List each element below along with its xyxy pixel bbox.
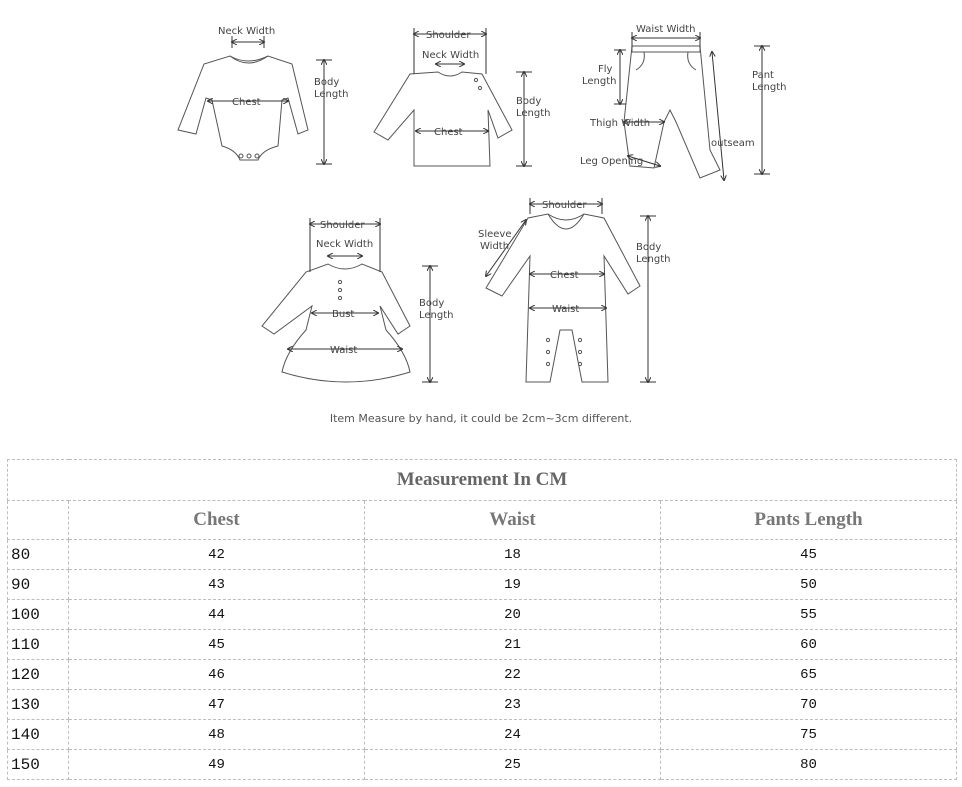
table-title: Measurement In CM bbox=[7, 459, 957, 501]
shirt-chest-label: Chest bbox=[434, 127, 463, 138]
waist-cell: 19 bbox=[364, 569, 661, 600]
dress-length-label: Length bbox=[419, 310, 454, 321]
chest-cell: 49 bbox=[68, 749, 365, 780]
chest-cell: 46 bbox=[68, 659, 365, 690]
size-cell: 150 bbox=[7, 749, 69, 780]
waist-cell: 18 bbox=[364, 539, 661, 570]
shirt-length-label: Length bbox=[516, 108, 551, 119]
header-pants-length: Pants Length bbox=[660, 500, 957, 540]
waist-cell: 25 bbox=[364, 749, 661, 780]
waist-cell: 20 bbox=[364, 599, 661, 630]
pants-length-cell: 55 bbox=[660, 599, 957, 630]
pants-leg-opening-label: Leg Opening bbox=[580, 156, 643, 167]
bodysuit-length-label: Length bbox=[314, 89, 349, 100]
pants-length-cell: 60 bbox=[660, 629, 957, 660]
bodysuit-body-label: Body bbox=[314, 77, 339, 88]
pants-waist-width-label: Waist Width bbox=[636, 24, 696, 35]
pants-pant-length-label: Length bbox=[752, 82, 787, 93]
chest-cell: 45 bbox=[68, 629, 365, 660]
chest-cell: 48 bbox=[68, 719, 365, 750]
pants-length-cell: 45 bbox=[660, 539, 957, 570]
romper-body-label: Body bbox=[636, 242, 661, 253]
shirt-body-label: Body bbox=[516, 96, 541, 107]
measure-note: Item Measure by hand, it could be 2cm~3c… bbox=[329, 412, 633, 425]
pants-figure: Waist Width Fly Length Pant Length Thigh… bbox=[580, 24, 787, 180]
romper-chest-label: Chest bbox=[550, 270, 579, 281]
size-cell: 130 bbox=[7, 689, 69, 720]
pants-length-cell: 75 bbox=[660, 719, 957, 750]
dress-bust-label: Bust bbox=[332, 309, 354, 320]
bodysuit-chest-label: Chest bbox=[232, 97, 261, 108]
dress-body-label: Body bbox=[419, 298, 444, 309]
romper-width-label: Width bbox=[480, 241, 509, 252]
dress-figure: Shoulder Neck Width Bust Waist Body Leng… bbox=[261, 218, 454, 382]
waist-cell: 24 bbox=[364, 719, 661, 750]
romper-shoulder-label: Shoulder bbox=[542, 200, 587, 211]
chest-cell: 47 bbox=[68, 689, 365, 720]
size-cell: 80 bbox=[7, 539, 69, 570]
dress-shoulder-label: Shoulder bbox=[320, 220, 365, 231]
pants-length-cell: 65 bbox=[660, 659, 957, 690]
size-cell: 140 bbox=[7, 719, 69, 750]
romper-length-label: Length bbox=[636, 254, 671, 265]
romper-sleeve-label: Sleeve bbox=[478, 229, 512, 240]
dress-neck-width-label: Neck Width bbox=[316, 239, 373, 250]
header-size bbox=[7, 500, 69, 540]
size-cell: 100 bbox=[7, 599, 69, 630]
chest-cell: 44 bbox=[68, 599, 365, 630]
pants-fly-label: Fly bbox=[598, 64, 613, 75]
size-table: Measurement In CM Chest Waist Pants Leng… bbox=[7, 459, 957, 780]
size-cell: 90 bbox=[7, 569, 69, 600]
bodysuit-figure: Neck Width Chest Body Length bbox=[177, 26, 349, 164]
pants-outseam-label: outseam bbox=[711, 138, 755, 149]
shirt-figure: Shoulder Neck Width Chest Body Length bbox=[373, 28, 551, 166]
header-waist: Waist bbox=[364, 500, 661, 540]
pants-length-cell: 80 bbox=[660, 749, 957, 780]
bodysuit-neck-width-label: Neck Width bbox=[218, 26, 275, 37]
size-cell: 120 bbox=[7, 659, 69, 690]
header-chest: Chest bbox=[68, 500, 365, 540]
waist-cell: 23 bbox=[364, 689, 661, 720]
size-cell: 110 bbox=[7, 629, 69, 660]
pants-pant-label: Pant bbox=[752, 70, 774, 81]
waist-cell: 22 bbox=[364, 659, 661, 690]
pants-thigh-width-label: Thigh Width bbox=[589, 118, 650, 129]
shirt-neck-width-label: Neck Width bbox=[422, 50, 479, 61]
pants-length-cell: 70 bbox=[660, 689, 957, 720]
romper-waist-label: Waist bbox=[552, 304, 579, 315]
chest-cell: 43 bbox=[68, 569, 365, 600]
romper-figure: Shoulder Sleeve Width Chest Waist Body L… bbox=[478, 198, 671, 382]
chest-cell: 42 bbox=[68, 539, 365, 570]
shirt-shoulder-label: Shoulder bbox=[426, 30, 471, 41]
dress-waist-label: Waist bbox=[330, 345, 357, 356]
measurement-diagram: Neck Width Chest Body Length Shoulder Ne… bbox=[177, 24, 787, 440]
waist-cell: 21 bbox=[364, 629, 661, 660]
pants-length-cell: 50 bbox=[660, 569, 957, 600]
pants-fly-length-label: Length bbox=[582, 76, 617, 87]
